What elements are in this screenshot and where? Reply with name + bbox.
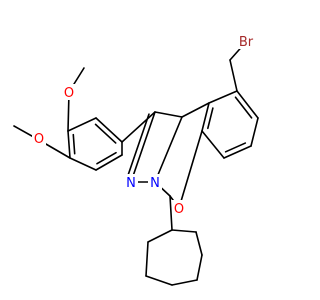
- bond-c19-c20: [195, 231, 203, 256]
- double-bond-c9-n1: [126, 113, 150, 178]
- bond-c2-c3: [236, 90, 259, 119]
- bond-c18-c19: [171, 229, 197, 233]
- ring-nitrogen-label: N: [150, 176, 160, 191]
- bond-c7-c8: [181, 102, 210, 118]
- double-bond-c4-c5: [224, 142, 247, 153]
- bond-c5-c6: [201, 130, 225, 159]
- methoxy-left-oxygen-atom: O: [32, 130, 46, 147]
- bond-c9-n1: [130, 111, 156, 183]
- bond-c13-c14: [69, 157, 97, 171]
- bond-c9-c10: [121, 111, 156, 143]
- imine-nitrogen-atom: N: [124, 174, 138, 191]
- methoxy-left-oxygen-label: O: [34, 132, 44, 147]
- bond-o2-c6: [178, 130, 203, 209]
- bond-layer: [13, 41, 259, 286]
- bond-c11-c12: [67, 117, 97, 132]
- bromine-label: Br: [239, 35, 254, 50]
- molecule-diagram: Br O O O N N: [13, 33, 259, 286]
- bond-c1-c2: [229, 59, 238, 92]
- bond-c7-c2: [208, 90, 238, 104]
- bond-c14-c15: [95, 154, 123, 171]
- methoxy-top-oxygen-label: O: [64, 86, 74, 101]
- bond-c10-c11: [95, 117, 123, 143]
- bond-c24-c18: [147, 229, 173, 243]
- bond-c3-c4: [250, 117, 259, 147]
- bond-c22-c23: [145, 275, 173, 286]
- bond-c12-c13: [67, 130, 71, 159]
- double-bond-c6-c7: [207, 107, 214, 130]
- double-bond-c10-c11: [94, 123, 117, 144]
- ring-oxygen-atom: O: [172, 200, 186, 217]
- bromine-atom: Br: [236, 33, 258, 50]
- bond-n2-c8: [154, 116, 183, 183]
- bond-c23-c24: [145, 241, 149, 277]
- bond-c20-c21: [196, 254, 203, 281]
- double-bond-c2-c3: [234, 96, 253, 119]
- bond-c21-c22: [171, 279, 198, 286]
- methoxy-top-oxygen-atom: O: [62, 84, 76, 101]
- bond-c4-c5: [223, 145, 252, 159]
- bond-c16-c18: [169, 195, 173, 231]
- double-bond-c14-c15: [96, 151, 117, 165]
- double-bond-c12-c13: [72, 133, 76, 155]
- ring-nitrogen-atom: N: [148, 174, 162, 191]
- imine-nitrogen-label: N: [126, 176, 136, 191]
- ring-oxygen-label: O: [174, 202, 184, 217]
- atom-label-layer: Br O O O N N: [32, 33, 258, 217]
- bond-c6-c7: [201, 102, 210, 132]
- bond-c8-c9: [154, 111, 183, 118]
